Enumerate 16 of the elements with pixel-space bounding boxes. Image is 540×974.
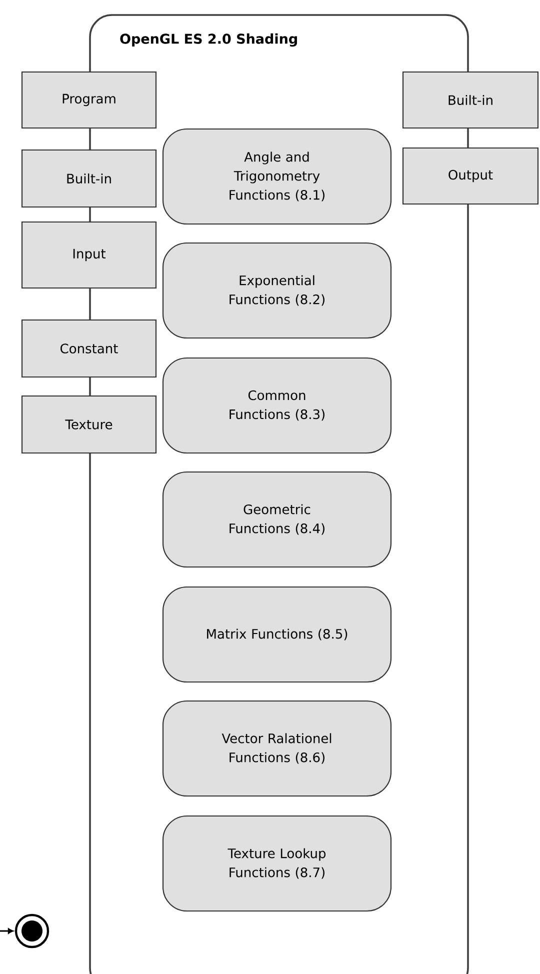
- port-box: Program: [21, 71, 157, 129]
- port-box: Texture: [21, 395, 157, 454]
- function-box: Vector Ralationel Functions (8.6): [162, 700, 392, 797]
- port-box: Constant: [21, 319, 157, 378]
- port-box: Output: [402, 147, 539, 205]
- function-box: Texture Lookup Functions (8.7): [162, 815, 392, 912]
- final-state-circle: [14, 914, 50, 948]
- function-box: Common Functions (8.3): [162, 357, 392, 454]
- function-box: Geometric Functions (8.4): [162, 471, 392, 568]
- function-box: Matrix Functions (8.5): [162, 586, 392, 683]
- arrow: [0, 928, 14, 934]
- port-box: Built-in: [402, 71, 539, 129]
- function-box: Exponential Functions (8.2): [162, 242, 392, 339]
- function-box: Angle and Trigonometry Functions (8.1): [162, 128, 392, 225]
- port-box: Input: [21, 221, 157, 289]
- port-box: Built-in: [21, 149, 157, 208]
